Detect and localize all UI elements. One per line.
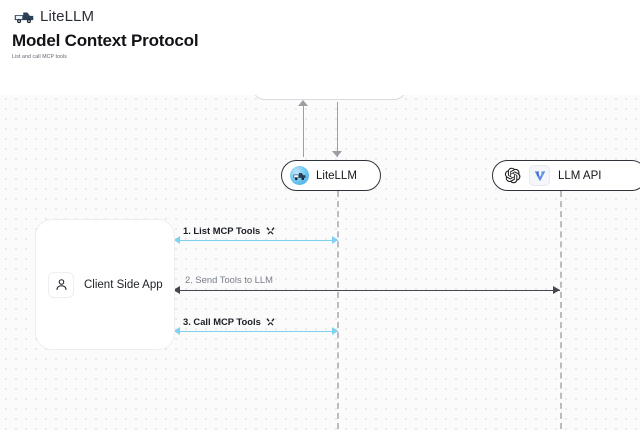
connector-litellm-to-mcp bbox=[303, 104, 304, 157]
message-label: 1. List MCP Tools bbox=[183, 225, 275, 237]
arrowhead-up-icon bbox=[298, 100, 308, 106]
connector-mcp-to-litellm bbox=[337, 102, 338, 157]
arrowhead-right-icon bbox=[332, 236, 338, 244]
page-subtitle: List and call MCP tools bbox=[12, 54, 67, 60]
arrowhead-right-icon bbox=[553, 286, 560, 294]
lifeline-litellm bbox=[337, 191, 339, 429]
arrowhead-left-icon bbox=[174, 327, 180, 335]
message-label-text: 1. List MCP Tools bbox=[183, 225, 261, 236]
arrowhead-left-icon bbox=[173, 286, 180, 294]
brand-name: LiteLLM bbox=[40, 8, 95, 25]
arrowhead-left-icon bbox=[174, 236, 180, 244]
message-line bbox=[175, 240, 338, 241]
message-label: 2. Send Tools to LLM bbox=[185, 274, 273, 285]
openai-icon bbox=[502, 165, 523, 186]
node-llm-api-label: LLM API bbox=[558, 169, 602, 182]
wrench-icon bbox=[266, 317, 275, 328]
message-label: 3. Call MCP Tools bbox=[183, 316, 275, 328]
arrowhead-right-icon bbox=[332, 327, 338, 335]
litellm-truck-icon bbox=[14, 9, 34, 25]
node-client-side-app-label: Client Side App bbox=[84, 278, 163, 291]
page-header: LiteLLM Model Context Protocol List and … bbox=[0, 0, 640, 95]
node-litellm[interactable]: LiteLLM bbox=[281, 160, 381, 191]
node-litellm-label: LiteLLM bbox=[316, 169, 357, 182]
message-line bbox=[175, 290, 560, 291]
message-label-text: 3. Call MCP Tools bbox=[183, 316, 261, 327]
canvas-bottom-margin bbox=[0, 430, 640, 436]
arrowhead-down-icon bbox=[332, 151, 342, 157]
wrench-icon bbox=[266, 226, 275, 237]
page-title: Model Context Protocol bbox=[12, 31, 199, 50]
litellm-avatar-icon bbox=[290, 166, 309, 185]
message-line bbox=[175, 331, 338, 332]
person-icon bbox=[48, 271, 74, 298]
node-llm-api[interactable]: LLM API bbox=[492, 160, 640, 191]
brand[interactable]: LiteLLM bbox=[14, 8, 94, 25]
vertex-ai-icon bbox=[529, 165, 550, 186]
lifeline-llm-api bbox=[560, 191, 562, 429]
node-client-side-app[interactable]: Client Side App bbox=[35, 219, 175, 350]
